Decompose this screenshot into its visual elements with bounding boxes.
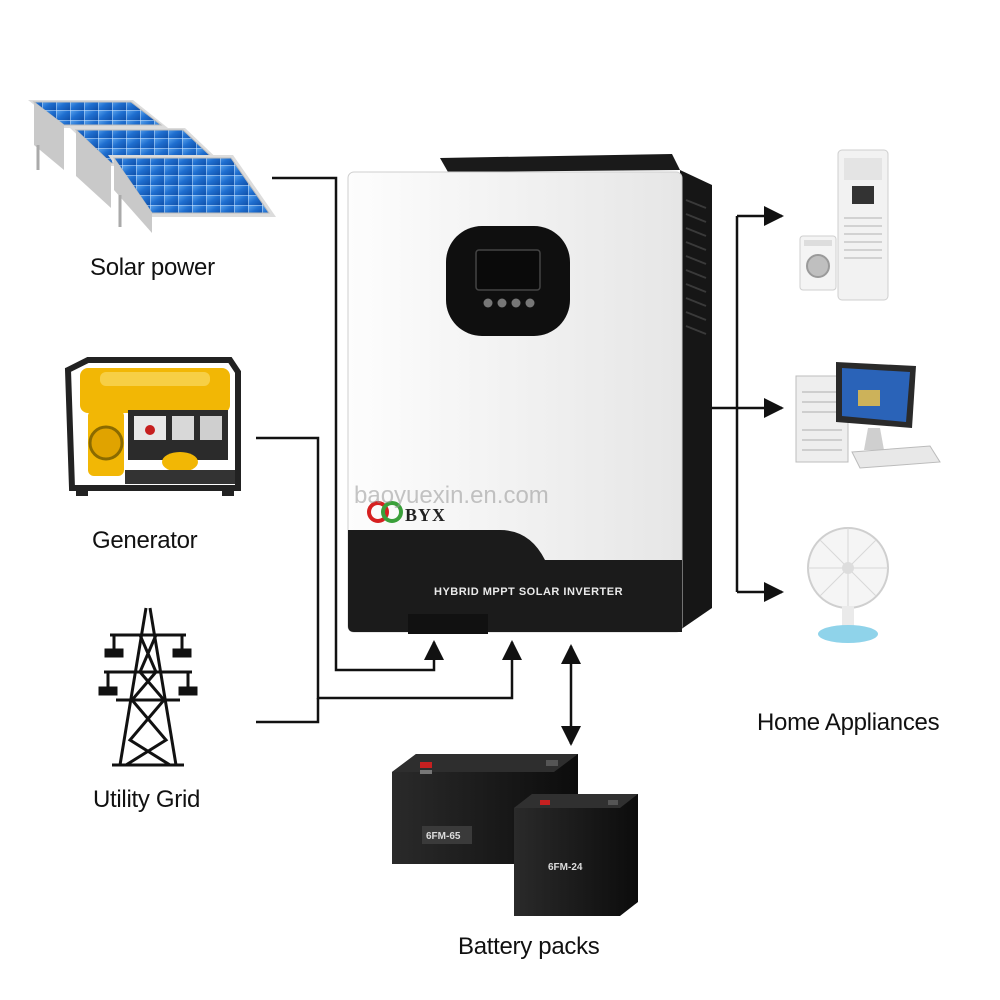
utility-grid-tower-icon — [98, 607, 198, 767]
battery-packs-icon: 6FM-65 6FM-24 — [392, 754, 638, 916]
byx-logo-icon — [367, 501, 403, 523]
utility-grid-label: Utility Grid — [93, 786, 201, 813]
solar-panels-icon — [28, 100, 276, 233]
inverter-brand: BYX — [405, 505, 447, 525]
battery-packs-label: Battery packs — [458, 933, 600, 960]
watermark-text: baoyuexin.en.com — [354, 482, 549, 509]
solar-line — [272, 176, 444, 672]
inverter-model-label: HYBRID MPPT SOLAR INVERTER — [434, 586, 624, 598]
connection-lines — [256, 176, 784, 746]
solar-power-label: Solar power — [90, 254, 215, 281]
home-appliances-label: Home Appliances — [757, 709, 940, 736]
air-conditioner-washer-icon — [799, 149, 889, 301]
inverter-device — [347, 154, 712, 634]
generator-label: Generator — [92, 527, 198, 554]
front-battery-tag: 6FM-24 — [548, 862, 583, 873]
fan-icon — [807, 527, 889, 643]
computer-icon — [795, 362, 941, 469]
grid-line — [256, 698, 320, 724]
rear-battery-tag: 6FM-65 — [426, 831, 461, 842]
generator-icon — [64, 357, 241, 496]
